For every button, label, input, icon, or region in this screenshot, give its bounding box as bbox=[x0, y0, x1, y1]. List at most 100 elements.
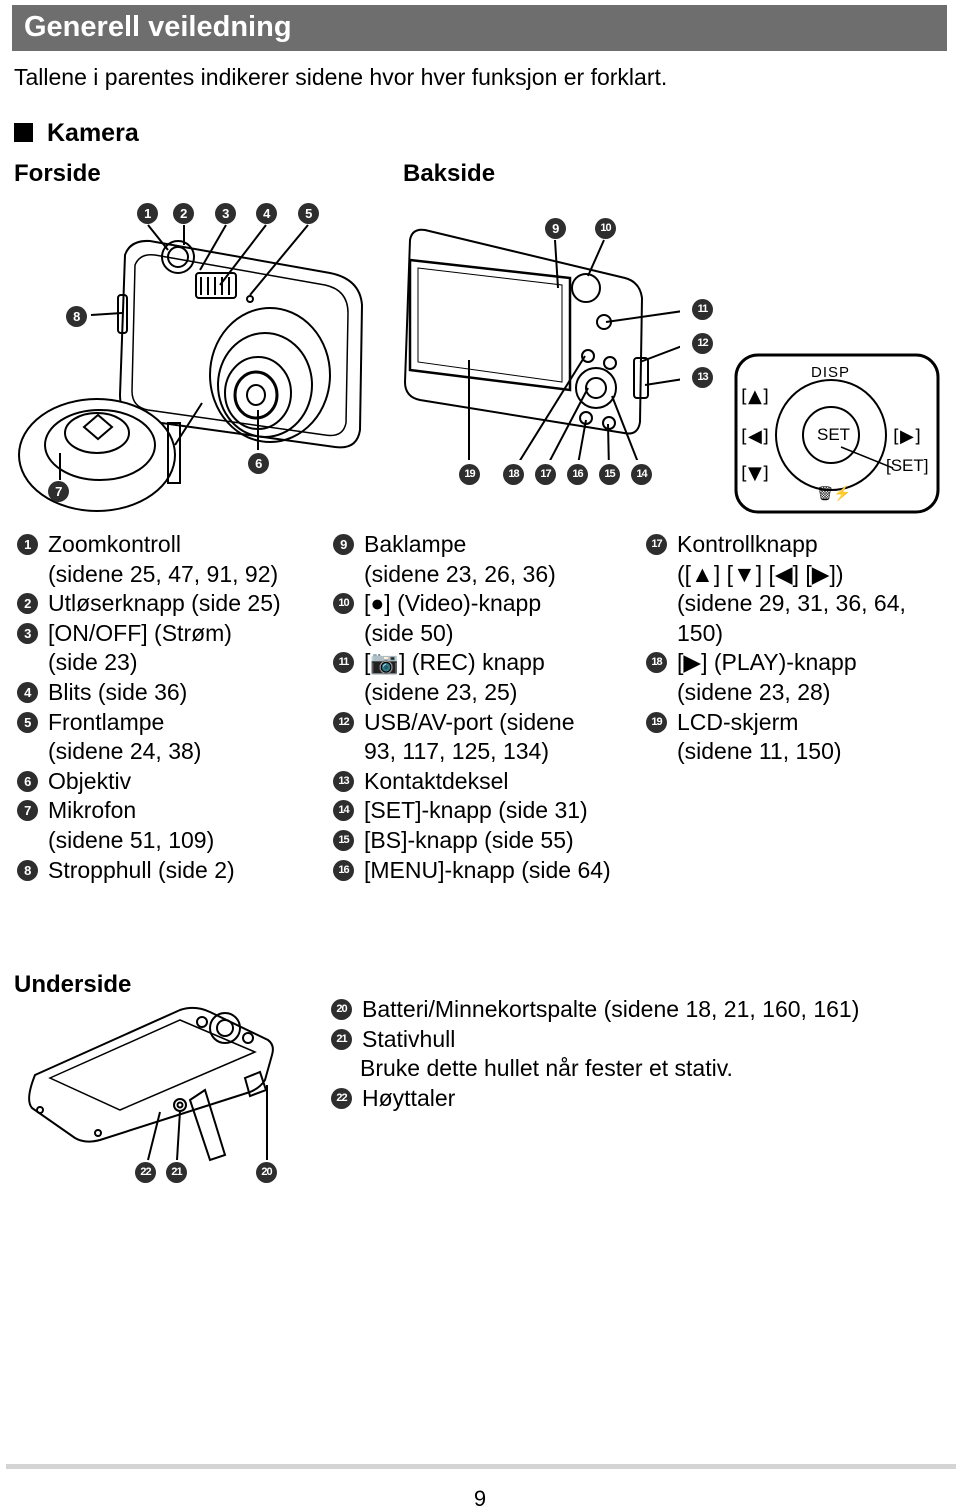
legend-text: [BS]-knapp (side 55) bbox=[364, 826, 574, 853]
legend-cont: (sidene 51, 109) bbox=[48, 826, 215, 853]
legend-text: Blits (side 36) bbox=[48, 678, 188, 705]
legend-item: 15 [BS]-knapp (side 55) bbox=[333, 826, 611, 856]
legend-item: 3[ON/OFF] (Strøm) bbox=[17, 619, 281, 649]
callout-16: 16 bbox=[567, 464, 588, 485]
legend-cont: (sidene 25, 47, 91, 92) bbox=[48, 560, 279, 587]
legend-badge: 8 bbox=[17, 859, 38, 881]
callout-15: 15 bbox=[599, 464, 620, 485]
legend-item: 16 [MENU]-knapp (side 64) bbox=[333, 856, 611, 886]
legend-badge: 18 bbox=[646, 652, 667, 674]
callout-21: 21 bbox=[166, 1162, 187, 1183]
callout-18: 18 bbox=[503, 464, 524, 485]
legend-badge: 11 bbox=[333, 652, 354, 674]
legend-item: 13 Kontaktdeksel bbox=[333, 767, 611, 797]
legend-cont: 93, 117, 125, 134) bbox=[364, 738, 549, 765]
callout-20: 20 bbox=[256, 1162, 277, 1183]
legend-text: Baklampe bbox=[364, 531, 467, 557]
set-button-label: SET bbox=[817, 425, 851, 444]
intro-text: Tallene i parentes indikerer sidene hvor… bbox=[14, 64, 668, 90]
legend-badge: 4 bbox=[17, 681, 38, 703]
legend-text: USB/AV-port (sidene bbox=[364, 708, 575, 735]
legend-column-2: 9 Baklampe (sidene 23, 26, 36) 10[●] (Vid… bbox=[333, 530, 611, 885]
callout-10: 10 bbox=[595, 218, 616, 239]
legend-badge: 15 bbox=[333, 829, 354, 851]
legend-text: Mikrofon bbox=[48, 797, 137, 824]
left-label: [◀] bbox=[741, 426, 769, 447]
legend-badge: 21 bbox=[331, 1028, 352, 1050]
legend-item: 21 Stativhull bbox=[331, 1025, 859, 1055]
legend-text: Stativhull bbox=[362, 1025, 456, 1052]
legend-item: 20 Batteri/Minnekortspalte (sidene 18, 21… bbox=[331, 995, 859, 1025]
callout-12: 12 bbox=[692, 333, 713, 354]
legend-cont: (sidene 24, 38) bbox=[48, 738, 202, 765]
legend-badge: 12 bbox=[333, 711, 354, 733]
legend-item: 12 USB/AV-port (sidene bbox=[333, 708, 611, 738]
legend-badge: 10 bbox=[333, 593, 354, 615]
legend-badge: 19 bbox=[646, 711, 667, 733]
legend-item: 11 [📷] (REC) knapp bbox=[333, 648, 611, 678]
legend-badge: 20 bbox=[331, 999, 352, 1020]
front-view-label: Forside bbox=[14, 160, 101, 187]
legend-text: Høyttaler bbox=[362, 1084, 456, 1111]
legend-text: Stropphull (side 2) bbox=[48, 856, 235, 883]
page-number: 9 bbox=[473, 1486, 487, 1511]
callout-4: 4 bbox=[256, 203, 277, 224]
legend-text: Frontlampe bbox=[48, 708, 165, 735]
legend-cont: (sidene 23, 26, 36) bbox=[364, 560, 556, 587]
legend-cont: (sidene 29, 31, 36, 64, bbox=[677, 590, 906, 617]
header-bar bbox=[12, 5, 947, 51]
legend-text: Kontaktdeksel bbox=[364, 767, 509, 794]
legend-text: Utløserknapp (side 25) bbox=[48, 590, 281, 617]
legend-badge: 13 bbox=[333, 770, 354, 792]
legend-bottom: 20 Batteri/Minnekortspalte (sidene 18, 21… bbox=[331, 995, 859, 1113]
callout-8: 8 bbox=[66, 306, 87, 327]
legend-text: [▶] (PLAY)-knapp bbox=[677, 649, 857, 676]
callout-19: 19 bbox=[459, 464, 480, 485]
legend-cont: (side 50) bbox=[364, 619, 454, 646]
legend-text: Batteri/Minnekortspalte (sidene 18, 21, … bbox=[362, 996, 860, 1022]
legend-badge: 16 bbox=[333, 859, 354, 881]
legend-badge: 6 bbox=[17, 770, 38, 792]
back-view-label: Bakside bbox=[403, 160, 496, 187]
footer-divider bbox=[6, 1464, 956, 1469]
callout-5: 5 bbox=[298, 203, 319, 224]
legend-item: 14[SET]-knapp (side 31) bbox=[333, 796, 611, 826]
up-label: [▲] bbox=[741, 386, 769, 407]
square-bullet-icon bbox=[14, 123, 33, 142]
bottom-camera-illustration bbox=[28, 1006, 274, 1162]
legend-cont: (side 23) bbox=[48, 649, 138, 676]
legend-cont: Bruke dette hullet når fester et stativ. bbox=[360, 1055, 733, 1082]
legend-badge: 5 bbox=[17, 711, 38, 733]
legend-item: 5 Frontlampe bbox=[17, 708, 281, 738]
legend-item: 19 LCD-skjerm bbox=[646, 708, 906, 738]
callout-9: 9 bbox=[545, 218, 566, 239]
callout-7: 7 bbox=[48, 481, 69, 502]
legend-item: 18 [▶] (PLAY)-knapp bbox=[646, 648, 906, 678]
section-heading: Kamera bbox=[14, 117, 139, 149]
trash-flash-icon: 🗑⚡ bbox=[816, 485, 852, 501]
legend-text: [MENU]-knapp (side 64) bbox=[364, 856, 611, 883]
legend-cont: (sidene 23, 25) bbox=[364, 678, 518, 705]
callout-11: 11 bbox=[692, 299, 713, 320]
callout-17: 17 bbox=[535, 464, 556, 485]
callout-6: 6 bbox=[248, 453, 269, 474]
down-label: [▼] bbox=[741, 463, 769, 484]
front-camera-illustration bbox=[18, 224, 364, 512]
legend-item: 10[●] (Video)-knapp bbox=[333, 589, 611, 619]
callout-14: 14 bbox=[631, 464, 652, 485]
right-label: [▶] bbox=[893, 426, 921, 447]
legend-text: Kontrollknapp bbox=[677, 531, 818, 557]
legend-text: LCD-skjerm bbox=[677, 708, 799, 735]
legend-badge: 22 bbox=[331, 1087, 352, 1109]
legend-cont: ([▲] [▼] [◀] [▶]) bbox=[677, 560, 844, 587]
control-panel-detail bbox=[734, 353, 940, 514]
callout-13: 13 bbox=[692, 367, 713, 388]
bottom-view-label: Underside bbox=[14, 971, 132, 998]
legend-badge: 9 bbox=[333, 534, 354, 555]
legend-badge: 3 bbox=[17, 622, 38, 644]
legend-text: [📷] (REC) knapp bbox=[364, 649, 545, 676]
